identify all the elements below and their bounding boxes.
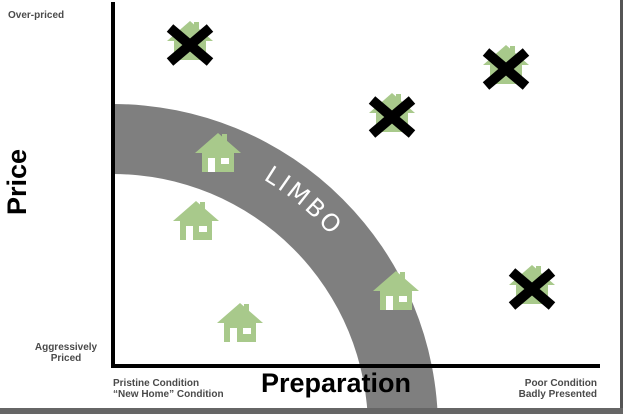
frame-border-bottom xyxy=(0,408,623,414)
y-axis-title: Price xyxy=(2,148,32,216)
x-axis-title: Preparation xyxy=(260,368,412,398)
rejected-house-top-left-icon xyxy=(166,21,214,66)
house-limbo-bottom-icon xyxy=(373,271,419,310)
limbo-band xyxy=(113,104,438,414)
x-axis-left-label: Pristine Condition “New Home” Condition xyxy=(113,378,224,400)
y-axis-top-label: Over-priced xyxy=(8,10,65,21)
y-axis-bottom-label-line-1: Aggressively xyxy=(34,342,98,353)
x-axis-right-label-line-1: Poor Condition xyxy=(524,378,597,389)
x-axis-right-label-line-2: Badly Presented xyxy=(518,389,597,400)
x-axis-left-label-line-2: “New Home” Condition xyxy=(113,389,224,400)
rejected-house-top-right-icon xyxy=(482,45,530,90)
rejected-house-bottom-right-icon xyxy=(508,265,556,310)
frame-border-right xyxy=(620,0,623,414)
rejected-house-center-icon xyxy=(368,93,416,138)
y-axis-bottom-label: Aggressively Priced xyxy=(26,342,106,364)
house-limbo-top-icon xyxy=(195,133,241,172)
house-left-mid-icon xyxy=(173,201,219,240)
house-left-bottom-icon xyxy=(217,303,263,342)
y-axis-bottom-label-line-2: Priced xyxy=(50,353,82,364)
x-axis-right-label: Poor Condition Badly Presented xyxy=(519,378,597,400)
x-axis-left-label-line-1: Pristine Condition xyxy=(113,378,200,389)
